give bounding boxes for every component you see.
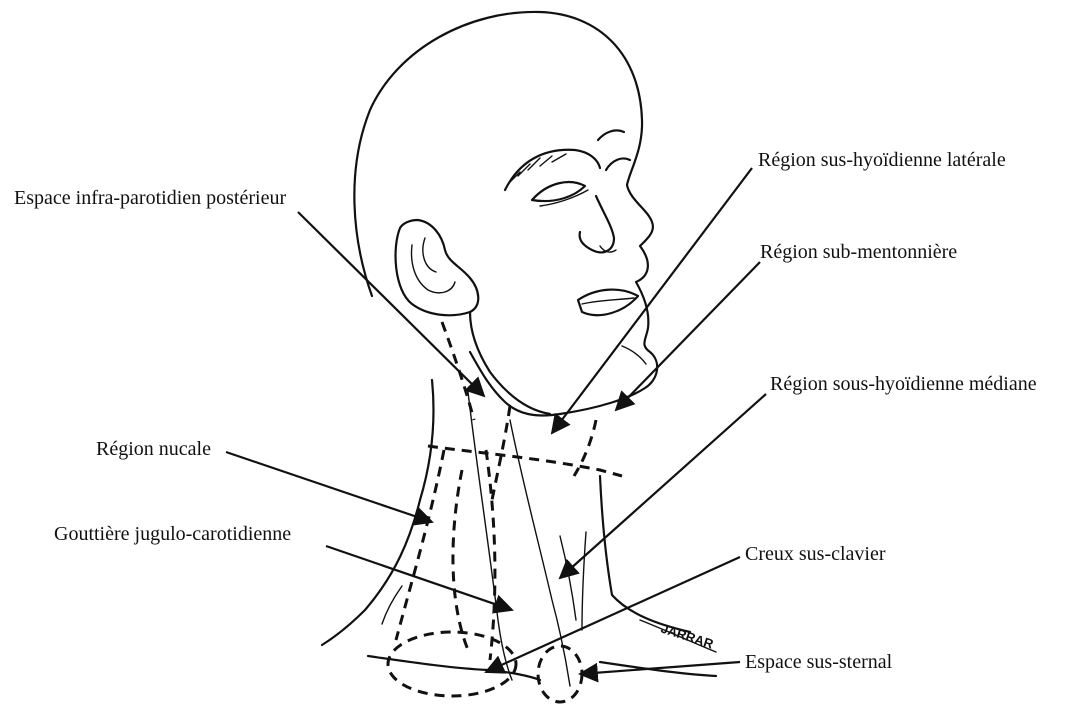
label-sus-hyoidienne-laterale: Région sus-hyoïdienne latérale bbox=[758, 149, 1006, 171]
arrow-creux-sus-clavier bbox=[486, 557, 740, 672]
label-creux-sus-clavier: Creux sus-clavier bbox=[745, 543, 886, 565]
scm-left bbox=[468, 392, 512, 680]
ear bbox=[396, 220, 479, 315]
neck-back bbox=[322, 380, 434, 645]
arrow-espace-sus-sternal bbox=[580, 662, 740, 674]
label-espace-sus-sternal: Espace sus-sternal bbox=[745, 651, 893, 673]
trachea-right bbox=[582, 532, 586, 630]
trapezius bbox=[382, 586, 402, 624]
eye-right bbox=[606, 158, 630, 170]
boundary-suprasternal bbox=[538, 646, 582, 702]
label-sub-mentonniere: Région sub-mentonnière bbox=[760, 241, 957, 263]
label-sous-hyoidienne-mediane: Région sous-hyoïdienne médiane bbox=[770, 373, 1037, 395]
boundary-posterior-triangle bbox=[396, 450, 444, 640]
leader-arrows bbox=[226, 168, 766, 674]
lip-line bbox=[582, 298, 634, 304]
nose bbox=[580, 196, 614, 252]
eye-left bbox=[532, 182, 585, 201]
arrow-sous-hyoidienne-mediane bbox=[560, 394, 766, 578]
artist-signature: JARRAR bbox=[659, 621, 716, 652]
label-nucale: Région nucale bbox=[96, 438, 211, 460]
chin bbox=[622, 346, 646, 364]
eyebrow-left-hatch bbox=[510, 154, 566, 182]
jaw-line bbox=[470, 312, 550, 414]
ear-inner bbox=[412, 245, 455, 293]
labels: Espace infra-parotidien postérieur Régio… bbox=[14, 149, 1037, 673]
ear-inner-2 bbox=[423, 238, 436, 272]
boundary-scm-anterior bbox=[486, 450, 495, 660]
scm-right bbox=[510, 420, 570, 686]
eyebrow-right bbox=[598, 130, 624, 140]
head-illustration: JARRAR bbox=[322, 12, 716, 702]
label-espace-infra-parotidien: Espace infra-parotidien postérieur bbox=[14, 187, 286, 209]
arrow-espace-infra-parotidien bbox=[298, 212, 484, 396]
boundary-submandibular bbox=[492, 406, 510, 500]
boundary-supraclavicular bbox=[388, 632, 516, 696]
boundary-scm-posterior bbox=[453, 470, 468, 650]
arrow-nucale bbox=[226, 452, 432, 522]
trachea-left bbox=[560, 536, 576, 620]
neck-front bbox=[600, 476, 690, 632]
boundary-hyoid bbox=[428, 446, 622, 476]
label-gouttiere: Gouttière jugulo-carotidienne bbox=[54, 523, 291, 545]
